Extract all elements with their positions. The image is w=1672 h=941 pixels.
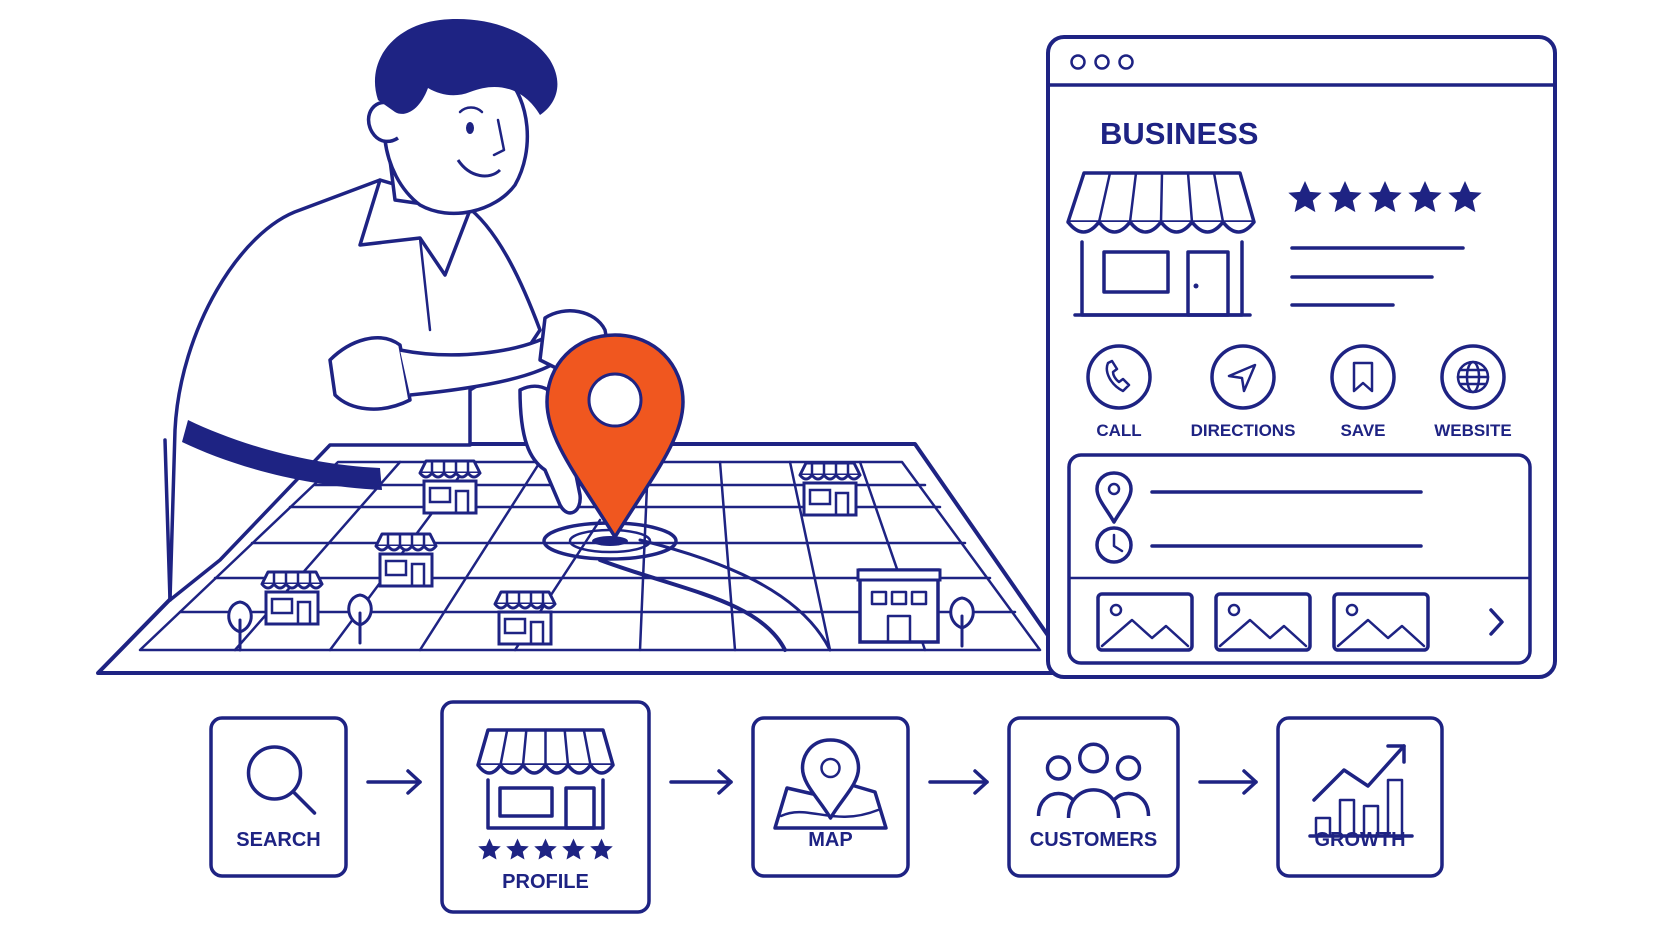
map-shop-icon <box>493 590 557 646</box>
city-map <box>96 442 1076 675</box>
people-group-icon <box>1036 742 1151 819</box>
flow-step-growth[interactable]: GROWTH <box>1276 716 1444 878</box>
flow-step-label: CUSTOMERS <box>1030 829 1157 851</box>
phone-icon <box>1105 359 1131 393</box>
storefront-icon <box>1066 171 1256 317</box>
business-title: BUSINESS <box>1100 116 1258 151</box>
location-pin-icon <box>1095 471 1133 524</box>
map-building-icon <box>856 568 942 644</box>
flow-step-label: MAP <box>808 829 852 851</box>
photo-gallery <box>1096 592 1430 652</box>
storefront-icon <box>476 728 615 830</box>
photo-thumbnail-icon[interactable] <box>1332 592 1430 652</box>
flow-step-customers[interactable]: CUSTOMERS <box>1007 716 1180 878</box>
action-label: CALL <box>1096 421 1141 440</box>
flow-step-label: SEARCH <box>236 829 320 851</box>
globe-icon <box>1456 360 1490 394</box>
info-box <box>1067 453 1532 665</box>
flow-step-label: GROWTH <box>1314 829 1405 851</box>
flow-step-label: PROFILE <box>502 871 589 893</box>
action-label: WEBSITE <box>1434 421 1511 440</box>
navigation-arrow-icon <box>1227 363 1257 393</box>
photo-thumbnail-icon[interactable] <box>1096 592 1194 652</box>
flow-step-profile[interactable]: PROFILE <box>440 700 651 914</box>
call-button[interactable]: CALL <box>1086 344 1152 440</box>
flow-arrow-icon <box>366 769 422 795</box>
window-dot-icon[interactable] <box>1094 54 1110 70</box>
flow-step-map[interactable]: MAP <box>751 716 910 878</box>
window-dot-icon[interactable] <box>1118 54 1134 70</box>
action-label: SAVE <box>1340 421 1385 440</box>
flow-steps: SEARCH PROFILE MAP CUSTOMERS GROWTH <box>209 700 1444 914</box>
chevron-right-icon[interactable] <box>1489 608 1504 636</box>
clock-icon <box>1095 526 1133 564</box>
map-shop-icon <box>798 461 862 517</box>
flow-arrow-icon <box>669 769 733 795</box>
flow-arrow-icon <box>928 769 989 795</box>
photo-thumbnail-icon[interactable] <box>1214 592 1312 652</box>
window-controls <box>1070 54 1134 70</box>
growth-chart-icon <box>1308 744 1414 838</box>
bookmark-icon <box>1352 361 1374 393</box>
action-buttons: CALL DIRECTIONS SAVE WEBSITE <box>1086 344 1512 440</box>
action-label: DIRECTIONS <box>1191 421 1296 440</box>
flow-arrow-icon <box>1198 769 1258 795</box>
map-shop-icon <box>374 532 438 588</box>
magnifier-icon <box>246 745 317 815</box>
description-lines <box>1290 246 1465 307</box>
map-shop-icon <box>260 570 324 626</box>
window-dot-icon[interactable] <box>1070 54 1086 70</box>
flow-step-search[interactable]: SEARCH <box>209 716 348 878</box>
save-button[interactable]: SAVE <box>1330 344 1396 440</box>
business-profile-window: BUSINESS CALL DIRECTIONS SAVE WEBSITE <box>1046 35 1557 679</box>
map-shop-icon <box>418 459 482 515</box>
website-button[interactable]: WEBSITE <box>1434 344 1512 440</box>
map-pin-icon <box>773 738 888 830</box>
man-figure <box>163 19 608 602</box>
orange-location-pin-icon <box>545 333 685 539</box>
directions-button[interactable]: DIRECTIONS <box>1191 344 1296 440</box>
